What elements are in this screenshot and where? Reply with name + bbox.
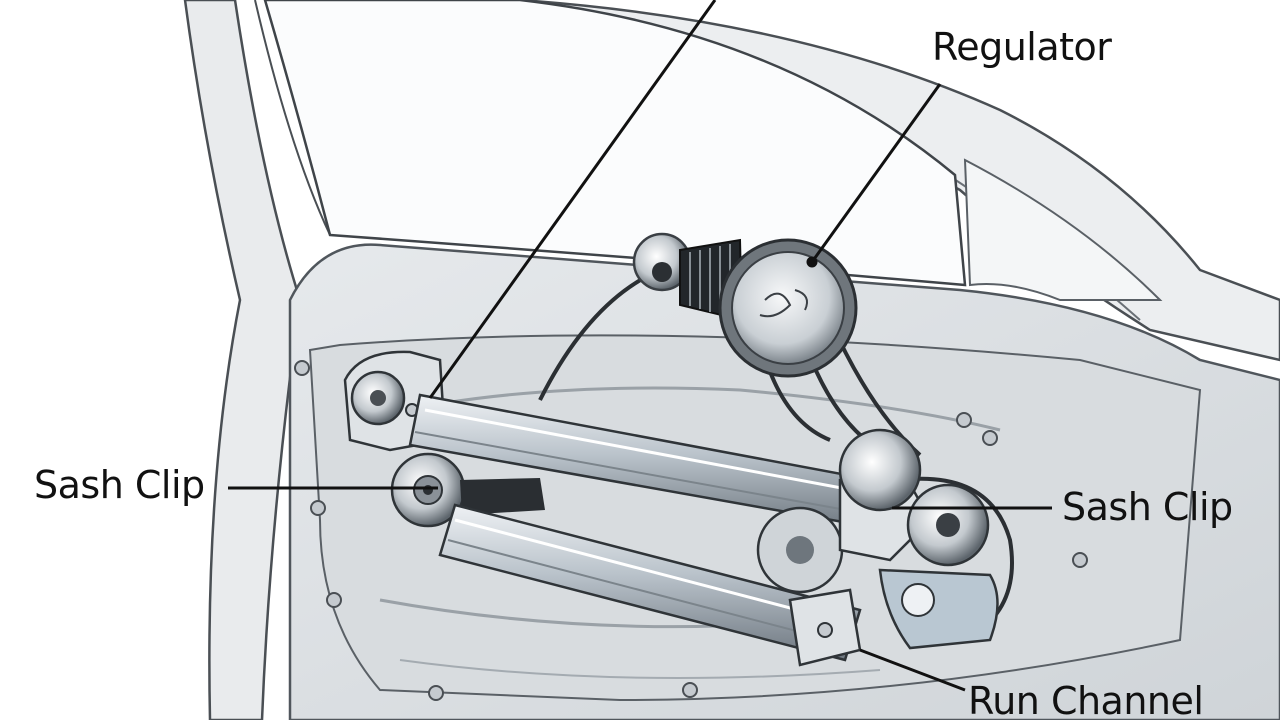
leader-run-channel xyxy=(859,648,966,692)
regulator-motor xyxy=(632,232,858,378)
lower-rail xyxy=(438,503,862,662)
label-sash-clip-left: Sash Clip xyxy=(34,463,205,507)
leader-regulator xyxy=(810,83,942,263)
label-regulator: Regulator xyxy=(932,25,1112,69)
leader-lines xyxy=(228,0,1052,692)
label-run-channel: Run Channel xyxy=(968,679,1204,723)
lower-drum-assembly xyxy=(756,428,999,667)
panel-bolts xyxy=(294,360,1088,701)
label-sash-clip-right: Sash Clip xyxy=(1062,485,1233,529)
leader-upper-plate xyxy=(428,0,717,399)
rear-glass xyxy=(963,158,1163,301)
upper-rail xyxy=(408,393,902,532)
window-glass xyxy=(263,0,967,287)
